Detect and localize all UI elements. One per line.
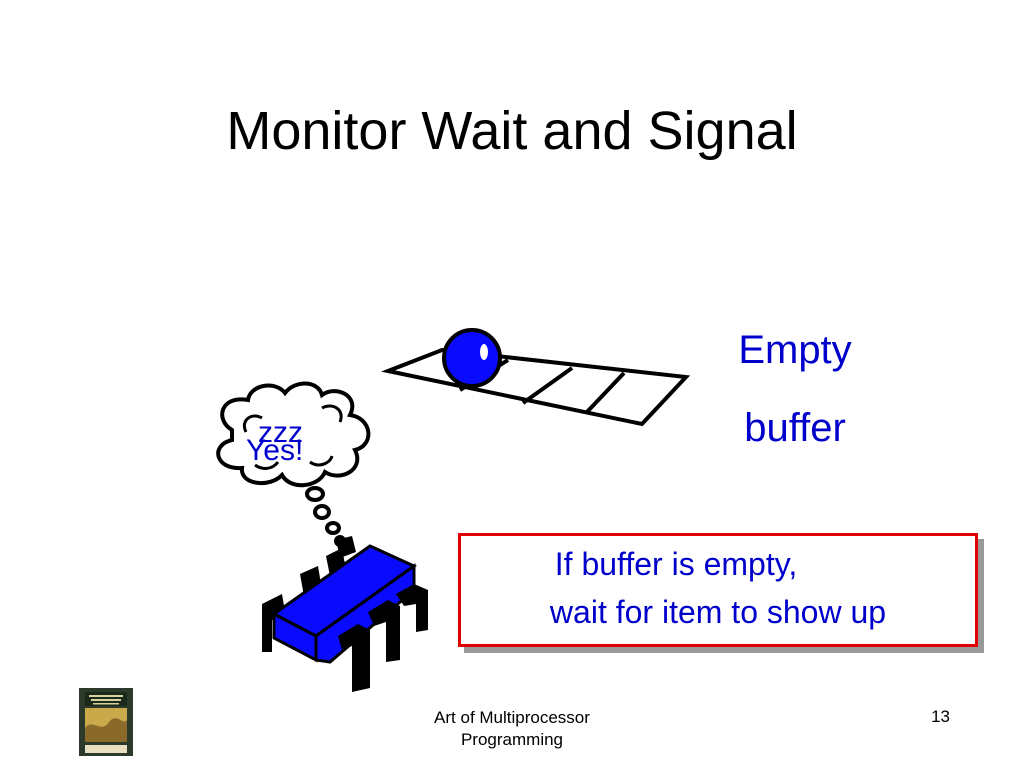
thought-cloud (216, 381, 371, 488)
footer-text: Art of Multiprocessor Programming (400, 707, 624, 751)
thread-figure (262, 536, 428, 692)
slide-title: Monitor Wait and Signal (226, 101, 798, 161)
callout-line2: wait for item to show up (549, 594, 887, 630)
buffer-label-line1: Empty (738, 328, 852, 372)
thought-text-yes: Yes! (246, 434, 304, 467)
footer-line1: Art of Multiprocessor (434, 708, 590, 727)
footer-line2: Programming (460, 730, 564, 749)
thought-bubbles (305, 486, 346, 547)
buffer-shape (380, 347, 691, 427)
page-number: 13 (931, 707, 950, 726)
buffer-item-ball (442, 328, 502, 388)
callout-box: If buffer is empty, wait for item to sho… (458, 533, 978, 647)
buffer-label-line2: buffer (744, 406, 846, 450)
callout-line1: If buffer is empty, (554, 546, 798, 582)
thought-text-zzz: zzz (258, 416, 303, 449)
book-cover-image (79, 688, 133, 756)
